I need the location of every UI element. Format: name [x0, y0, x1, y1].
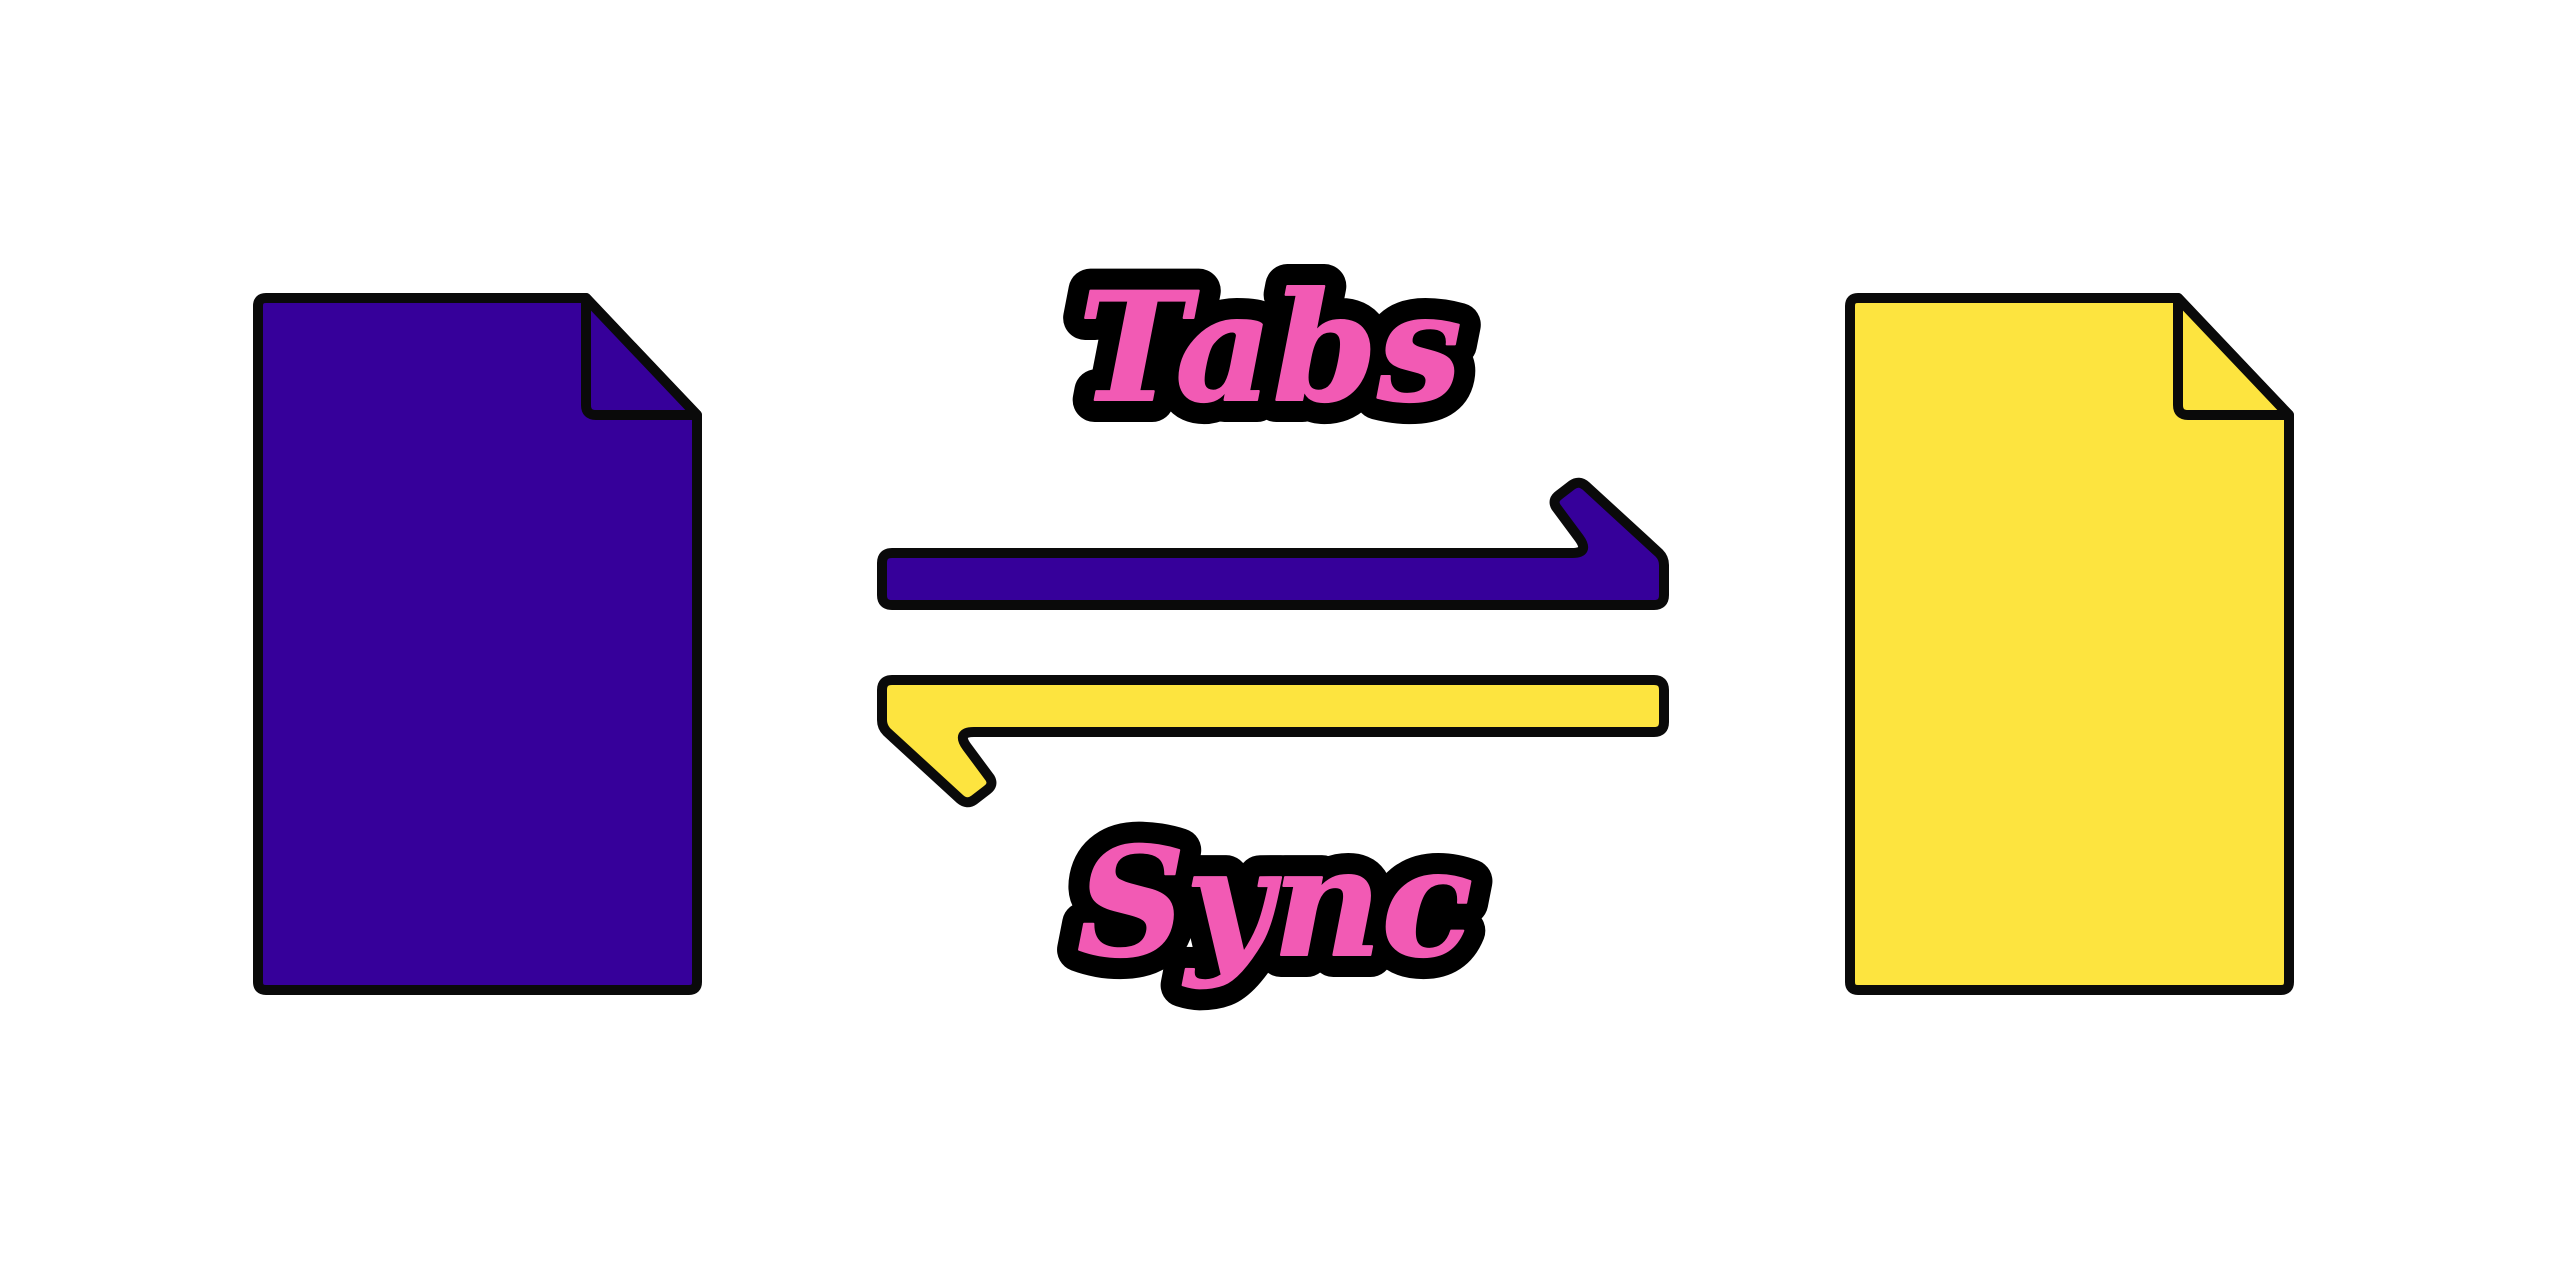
sync-label-fill: Sync [1077, 815, 1473, 991]
right-document-body [1845, 293, 2294, 995]
left-document-body [253, 293, 702, 995]
tabs-label-fill: Tabs [1078, 260, 1462, 436]
tabs-label: Tabs [1078, 260, 1462, 436]
sync-arrow-left-icon [877, 675, 1669, 808]
sync-arrow-right-icon [877, 477, 1669, 610]
left-document-icon [253, 293, 702, 995]
left-document-fold [581, 293, 702, 420]
right-document-fold [2173, 293, 2294, 420]
sync-label: Sync [1077, 815, 1473, 991]
right-document-icon [1845, 293, 2294, 995]
